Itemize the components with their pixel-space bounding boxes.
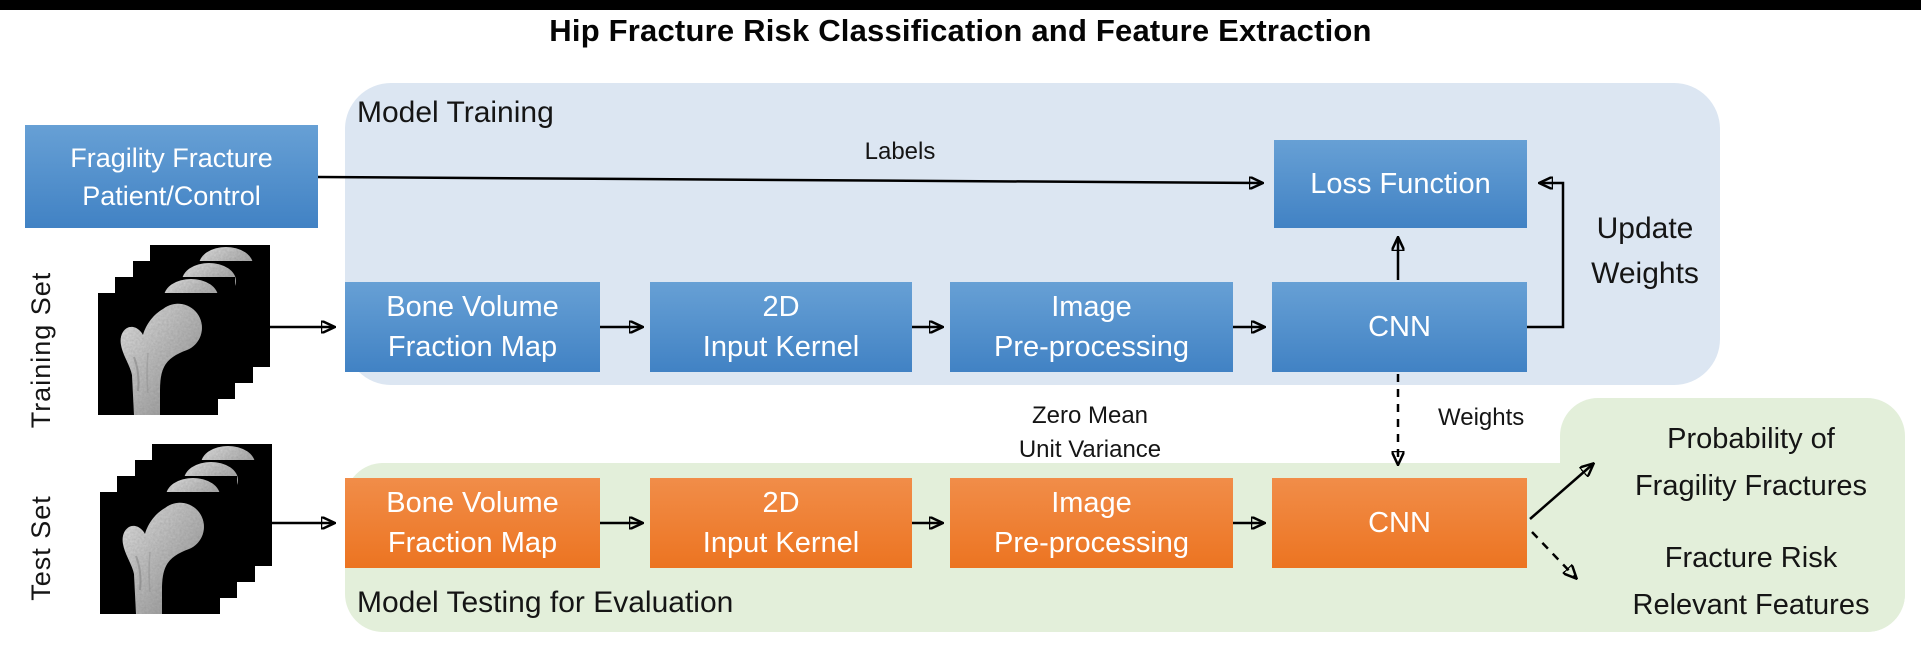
zero-mean-unit-variance-label: Zero Mean Unit Variance [1018,402,1162,463]
bone-volume-fraction-map-box-testing: Bone Volume Fraction Map [345,478,600,568]
loss-function-box: Loss Function [1274,140,1527,228]
weights-arrow-label: Weights [1438,404,1525,431]
femur-xray-image [100,492,220,614]
image-preprocessing-box-testing: Image Pre-processing [950,478,1233,568]
probability-output-label: Probability of Fragility Fractures [1634,423,1868,502]
input-kernel-box-testing: 2D Input Kernel [650,478,912,568]
bone-volume-fraction-map-box-training: Bone Volume Fraction Map [345,282,600,372]
model-training-label: Model Training [357,96,554,129]
top-border-bar [0,0,1921,10]
features-output-label: Fracture Risk Relevant Features [1632,542,1870,621]
test-set-label: Test Set [25,495,56,601]
cnn-box-training: CNN [1272,282,1527,372]
labels-arrow-label: Labels [864,138,936,165]
model-testing-label: Model Testing for Evaluation [357,586,734,619]
femur-xray-image [98,293,218,415]
xray-layer-front [100,492,220,614]
cnn-box-testing: CNN [1272,478,1527,568]
page-title: Hip Fracture Risk Classification and Fea… [549,13,1372,48]
xray-layer-front [98,293,218,415]
fragility-fracture-input-box: Fragility Fracture Patient/Control [25,125,318,228]
image-preprocessing-box-training: Image Pre-processing [950,282,1233,372]
update-weights-label: Update Weights [1591,212,1699,290]
input-kernel-box-training: 2D Input Kernel [650,282,912,372]
training-set-label: Training Set [25,271,56,429]
model-testing-output-panel [1560,398,1905,632]
